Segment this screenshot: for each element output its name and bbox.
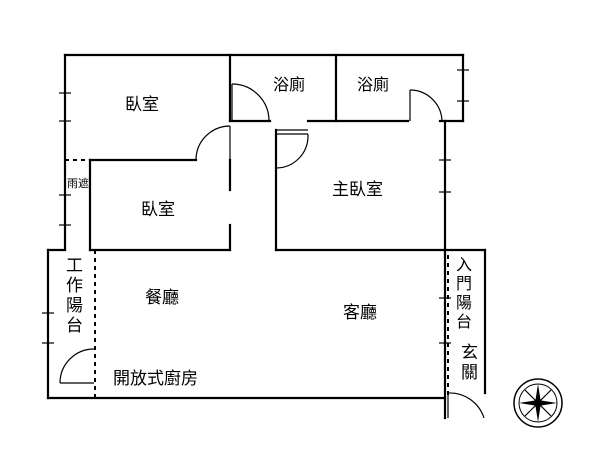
room-label-living: 客廳 [343,303,377,323]
window-ticks [42,69,469,344]
room-label-entry-balcony: 入門陽台 [453,256,472,332]
room-label-master-bedroom: 主臥室 [332,180,383,200]
room-label-rain-shelter: 雨遮 [67,177,89,190]
room-label-bedroom-mid: 臥室 [141,200,175,220]
compass-rose-icon [513,378,563,428]
room-label-utility-balcony: 工作陽台 [62,256,82,336]
room-label-bath-2: 浴廁 [357,75,390,94]
room-label-bath-1: 浴廁 [273,75,306,94]
door-swings [59,83,485,419]
room-label-dining: 餐廳 [145,288,179,308]
walls [46,53,487,420]
room-label-bedroom-top: 臥室 [125,95,159,115]
dashed-boundaries [65,159,449,398]
room-label-kitchen: 開放式廚房 [113,369,198,389]
room-label-foyer: 玄關 [457,343,477,383]
